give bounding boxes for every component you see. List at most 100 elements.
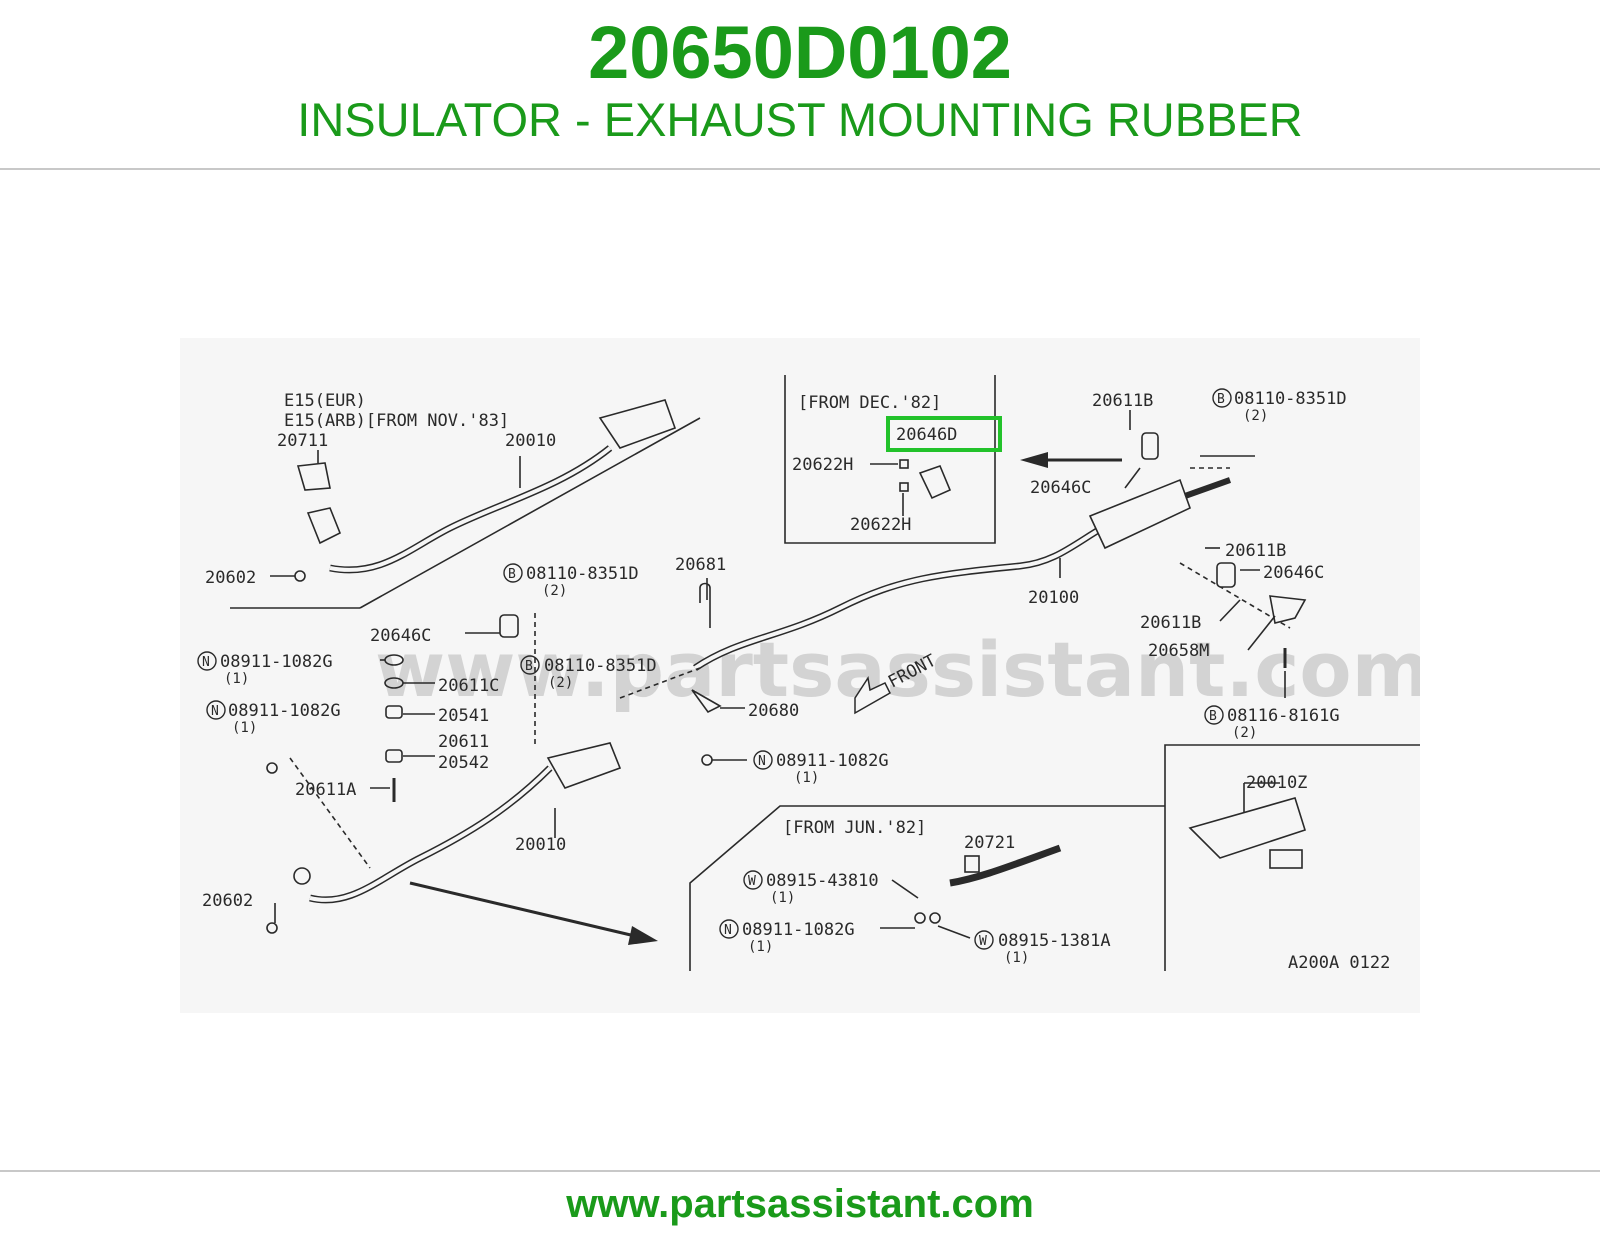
inset-pipe — [949, 844, 1062, 887]
callout-number: 08911-1082G — [228, 701, 341, 721]
callout-b-top-right: B 08110-8351D (2) — [1212, 388, 1347, 424]
bracket-20680 — [691, 689, 722, 714]
circle-letter-n: N — [202, 655, 210, 670]
callout-n1: N 08911-1082G (1) — [719, 919, 855, 955]
callout-qty: (1) — [232, 720, 257, 736]
washer-w2 — [929, 912, 941, 924]
label-20010z: 20010Z — [1246, 773, 1307, 793]
flange-lower — [293, 867, 311, 885]
label-20611: 20611 — [438, 732, 489, 752]
watermark-text: www.partsassistant.com — [375, 625, 1420, 714]
washer-w1 — [914, 912, 926, 924]
circle-letter-b: B — [508, 567, 516, 582]
label-20611c: 20611C — [438, 676, 499, 696]
label-diagram-code: A200A 0122 — [1288, 953, 1390, 973]
label-20100: 20100 — [1028, 588, 1079, 608]
arrow-shaft-inset — [409, 881, 636, 938]
callout-number: 08911-1082G — [776, 751, 889, 771]
label-inset-jun82: [FROM JUN.'82] — [783, 818, 926, 838]
insulator-20646d — [918, 464, 952, 500]
part-number-title: 20650D0102 — [588, 11, 1012, 94]
circle-letter-w: W — [979, 934, 987, 949]
clip-20622h-b — [899, 482, 909, 492]
inset-assy-frame — [1164, 744, 1420, 971]
label-variant-arb: E15(ARB)[FROM NOV.'83] — [284, 411, 509, 431]
leader-w2 — [937, 925, 971, 939]
label-20646d-highlighted[interactable]: 20646D — [896, 425, 957, 445]
label-20680: 20680 — [748, 701, 799, 721]
highlight-box-20646d — [886, 416, 1002, 452]
label-20622h-b: 20622H — [850, 515, 911, 535]
label-20611b-low: 20611B — [1140, 613, 1201, 633]
mount-rubber-left — [499, 614, 519, 638]
label-20646c-left: 20646C — [370, 626, 431, 646]
label-20646c-mid: 20646C — [1263, 563, 1324, 583]
gasket-20711 — [296, 462, 331, 491]
label-20010-bot: 20010 — [515, 835, 566, 855]
rubber-20542 — [385, 749, 403, 763]
label-20602-bot: 20602 — [202, 891, 253, 911]
rubber-20541 — [385, 705, 403, 719]
clip-20622h-a — [899, 459, 909, 469]
callout-number: 08110-8351D — [544, 656, 657, 676]
dash-line-right — [1179, 562, 1291, 629]
front-pipe-upper-inner — [329, 446, 612, 572]
label-20602-top: 20602 — [205, 568, 256, 588]
circle-letter-b: B — [1217, 392, 1225, 407]
flange-upper — [306, 507, 342, 545]
callout-w2: W 08915-1381A (1) — [974, 930, 1111, 966]
callout-qty: (1) — [794, 770, 819, 786]
label-20658m: 20658M — [1148, 641, 1209, 661]
mount-rubber-right — [1216, 562, 1236, 588]
inset-dec82-frame — [784, 375, 996, 544]
circle-letter-w: W — [748, 874, 756, 889]
assy-catalyst — [1269, 849, 1303, 869]
arrow-head-inset — [628, 926, 658, 945]
part-labels: E15(EUR) E15(ARB)[FROM NOV.'83] 20711 20… — [197, 388, 1390, 973]
dash-line-left — [289, 757, 371, 869]
label-20721: 20721 — [964, 833, 1015, 853]
header-divider — [0, 168, 1600, 170]
diagram-background — [180, 338, 1420, 1013]
callout-number: 08116-8161G — [1227, 706, 1340, 726]
page-header: 20650D0102 INSULATOR - EXHAUST MOUNTING … — [0, 0, 1600, 170]
line-art — [230, 375, 1420, 971]
callout-qty: (2) — [1232, 725, 1257, 741]
callout-number: 08911-1082G — [742, 920, 855, 940]
callout-n-left1: N 08911-1082G (1) — [197, 651, 333, 687]
label-20711: 20711 — [277, 431, 328, 451]
arrow-head-highlight — [1020, 452, 1048, 468]
label-inset-dec82: [FROM DEC.'82] — [798, 393, 941, 413]
circle-letter-b: B — [1209, 709, 1217, 724]
label-20542: 20542 — [438, 753, 489, 773]
assy-pipe-20010z — [1188, 797, 1306, 859]
site-url-link[interactable]: www.partsassistant.com — [566, 1182, 1034, 1226]
callout-number: 08110-8351D — [526, 564, 639, 584]
leader-w1 — [891, 879, 919, 899]
circle-letter-n: N — [724, 923, 732, 938]
main-muffler — [1088, 478, 1191, 550]
callout-qty: (1) — [770, 890, 795, 906]
circle-letter-n: N — [211, 704, 219, 719]
label-20010-top: 20010 — [505, 431, 556, 451]
label-variant-eur: E15(EUR) — [284, 391, 366, 411]
tail-outlet — [1183, 477, 1232, 499]
exhaust-parts-diagram: www.partsassistant.com — [180, 338, 1420, 1013]
inset-jun82-frame — [689, 805, 1165, 971]
callout-qty: (2) — [1243, 408, 1268, 424]
callout-qty: (1) — [224, 671, 249, 687]
front-pipe-lower-inner — [309, 766, 552, 902]
bracket-20721 — [964, 855, 980, 873]
circle-letter-n: N — [758, 754, 766, 769]
callout-number: 08911-1082G — [220, 652, 333, 672]
variant-frame-diagonal — [359, 417, 701, 609]
callout-qty: (2) — [548, 675, 573, 691]
label-20646c-top: 20646C — [1030, 478, 1091, 498]
callout-qty: (1) — [748, 939, 773, 955]
callout-number: 08110-8351D — [1234, 389, 1347, 409]
part-description: INSULATOR - EXHAUST MOUNTING RUBBER — [297, 93, 1303, 146]
leader-20646c-top — [1124, 467, 1141, 489]
label-20611b-mid: 20611B — [1225, 541, 1286, 561]
callout-number: 08915-1381A — [998, 931, 1111, 951]
mount-rubber-top-right — [1141, 432, 1159, 460]
